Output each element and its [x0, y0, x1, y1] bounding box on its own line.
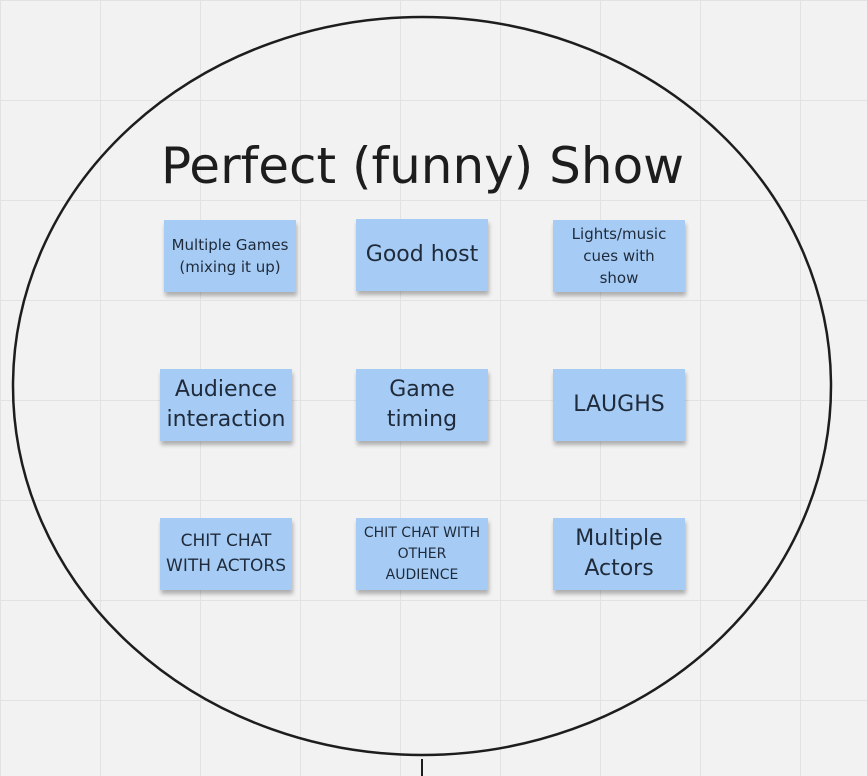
sticky-note-good-host[interactable]: Good host: [356, 219, 488, 291]
sticky-note-audience-interaction[interactable]: Audience interaction: [160, 369, 292, 441]
sticky-note-chit-chat-audience[interactable]: CHIT CHAT WITH OTHER AUDIENCE: [356, 518, 488, 590]
sticky-note-text: Multiple Actors: [575, 526, 663, 581]
sticky-note-chit-chat-actors[interactable]: CHIT CHAT WITH ACTORS: [160, 518, 292, 590]
sticky-note-multiple-actors[interactable]: Multiple Actors: [553, 518, 685, 590]
sticky-note-text: Audience interaction: [166, 377, 286, 432]
circle-outline[interactable]: [11, 15, 833, 757]
sticky-note-text: Good host: [365, 242, 479, 267]
sticky-note-text: CHIT CHAT WITH OTHER AUDIENCE: [363, 524, 481, 583]
sticky-note-text: LAUGHS: [573, 392, 665, 417]
board-title[interactable]: Perfect (funny) Show: [160, 137, 685, 195]
sticky-note-text: Lights/music cues with show: [571, 225, 667, 287]
sticky-note-lights-music[interactable]: Lights/music cues with show: [553, 220, 685, 292]
sticky-note-text: CHIT CHAT WITH ACTORS: [166, 531, 286, 576]
sticky-note-laughs[interactable]: LAUGHS: [553, 369, 685, 441]
sticky-note-multiple-games[interactable]: Multiple Games (mixing it up): [164, 220, 296, 292]
sticky-note-text: Game timing: [386, 377, 458, 432]
sticky-note-text: Multiple Games (mixing it up): [171, 236, 289, 276]
sticky-note-game-timing[interactable]: Game timing: [356, 369, 488, 441]
